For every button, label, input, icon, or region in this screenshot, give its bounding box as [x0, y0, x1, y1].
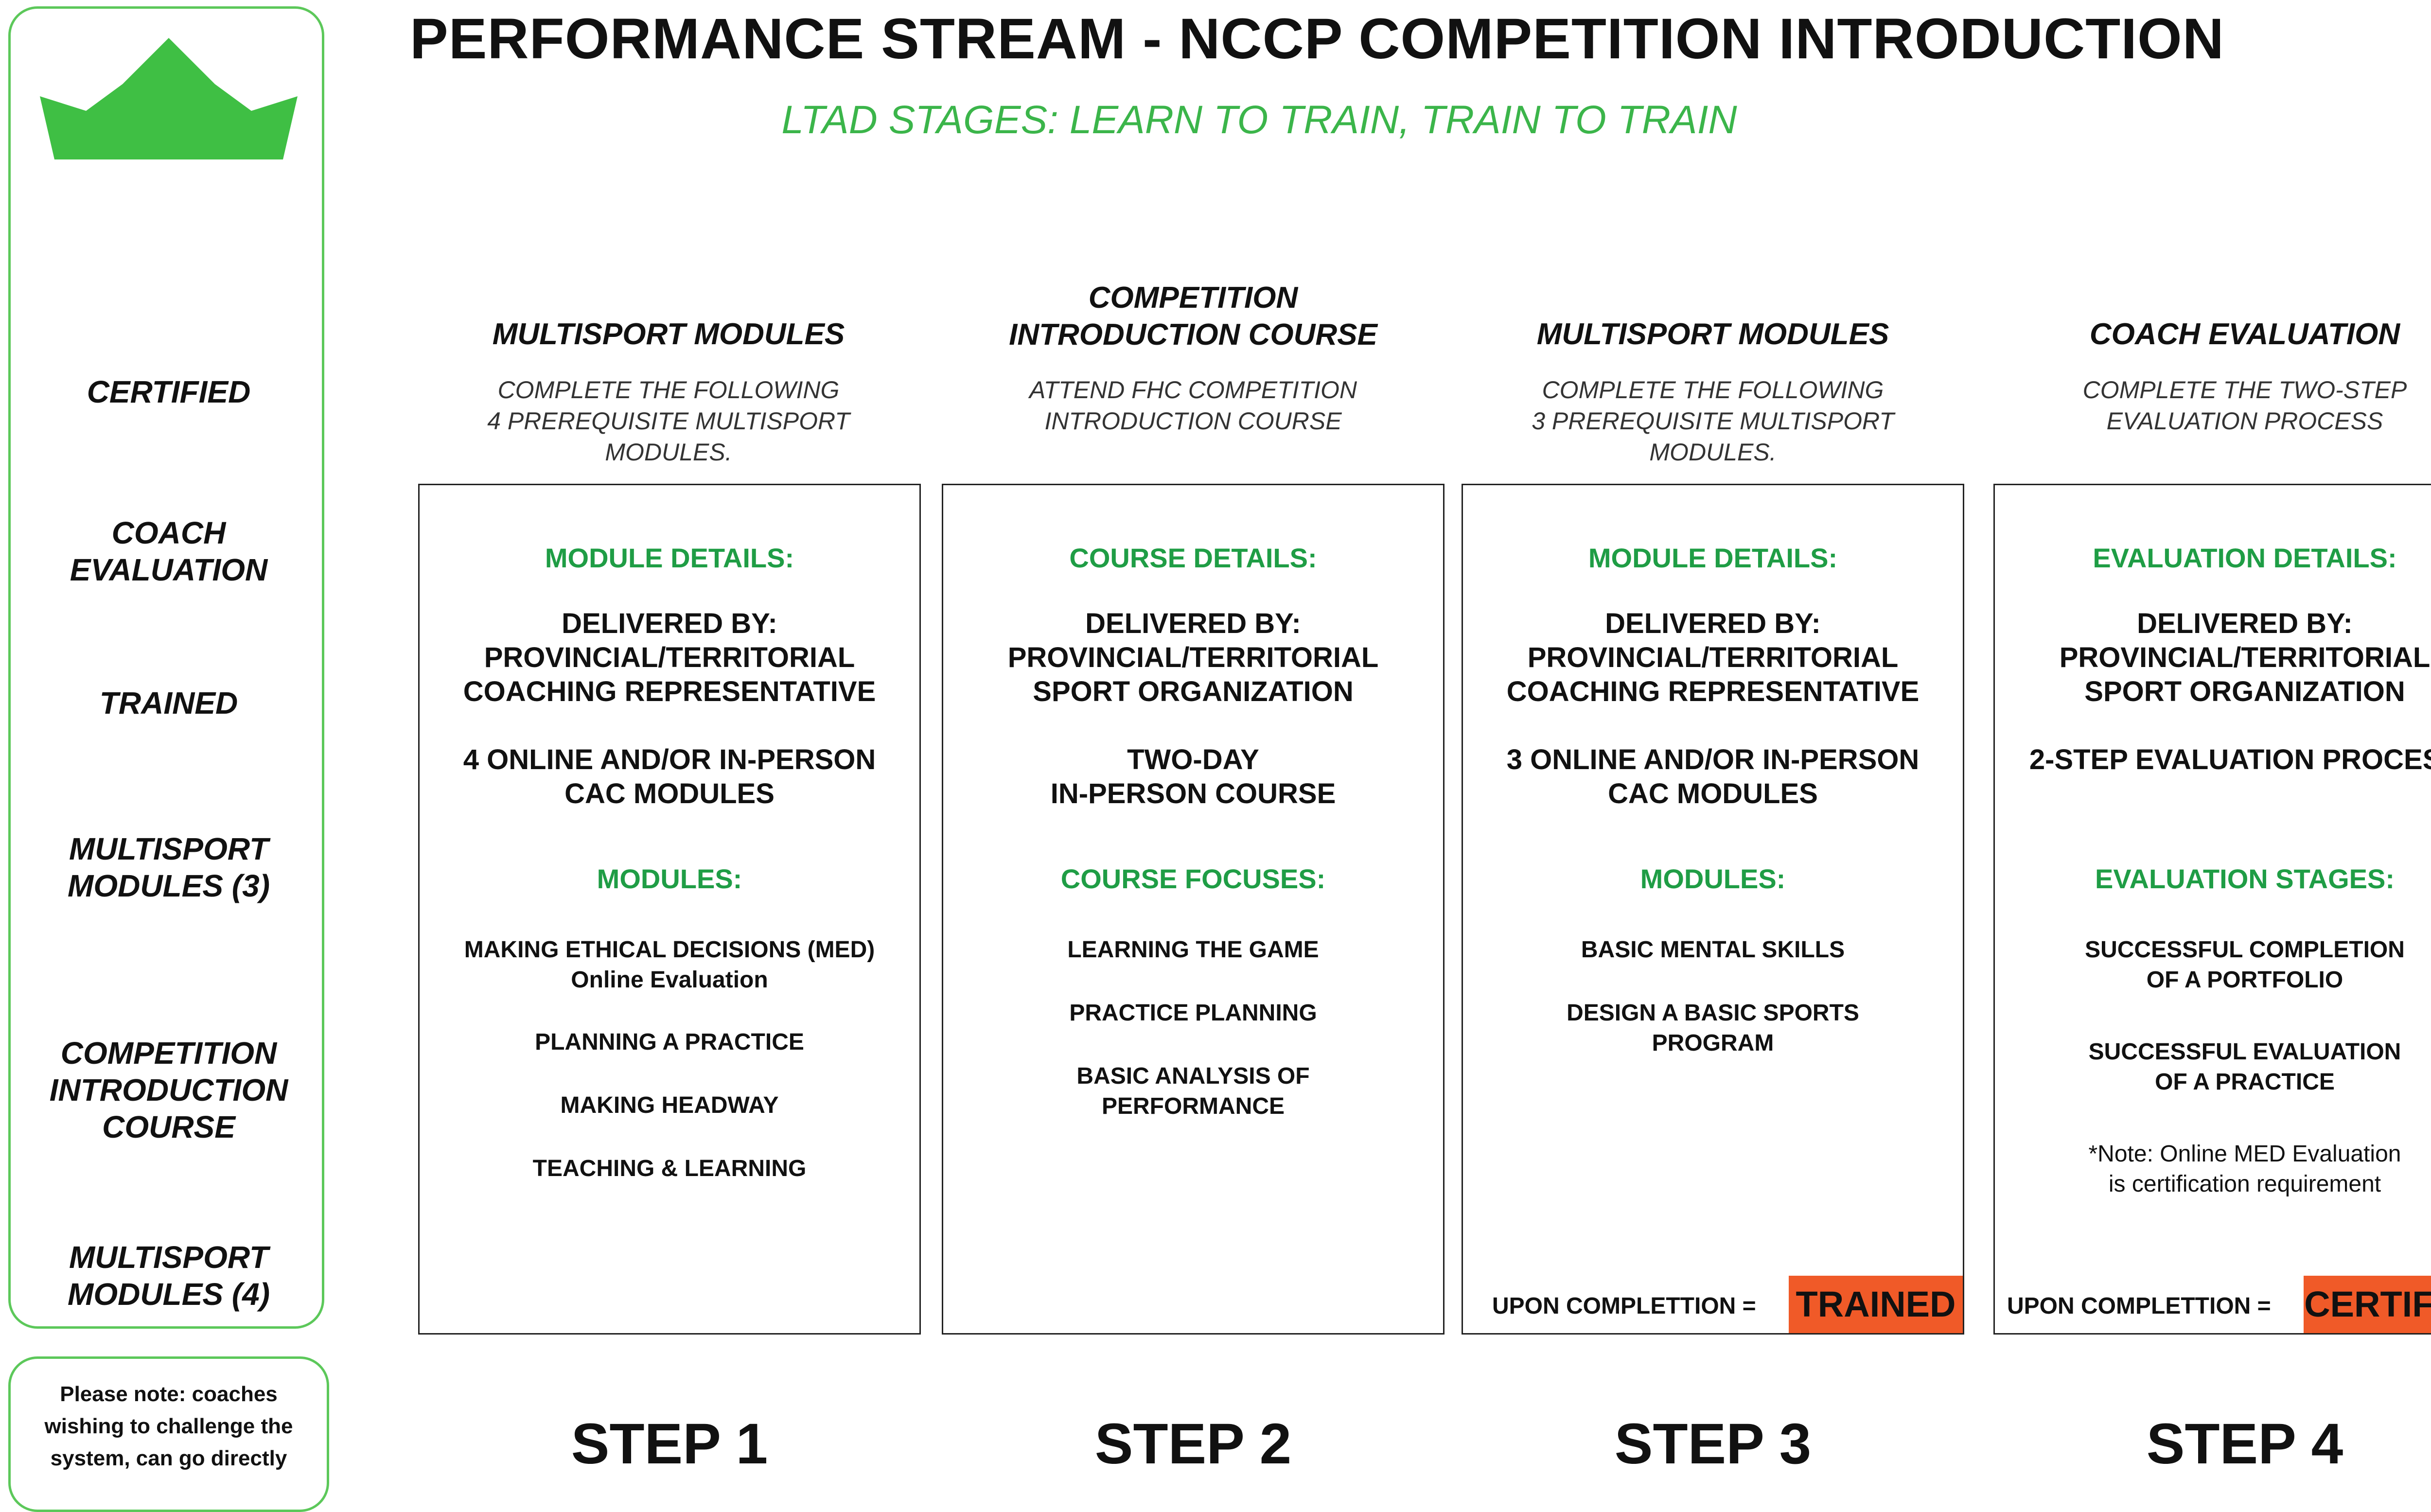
step2-list-heading: COURSE FOCUSES: [1060, 863, 1326, 894]
step4-note: *Note: Online MED Evaluation is certific… [2088, 1141, 2401, 1197]
step3-item: BASIC MENTAL SKILLS [1581, 937, 1845, 963]
step2-description: ATTEND FHC COMPETITION INTRODUCTION COUR… [1029, 376, 1357, 435]
step1-item: MAKING ETHICAL DECISIONS (MED) Online Ev… [464, 937, 875, 993]
step3-title: MULTISPORT MODULES [1536, 317, 1889, 351]
step3-format: 3 ONLINE AND/OR IN-PERSON CAC MODULES [1506, 744, 1920, 809]
step1-card: MODULE DETAILS: DELIVERED BY: PROVINCIAL… [418, 484, 921, 1335]
step4-list-heading: EVALUATION STAGES: [2095, 863, 2395, 894]
step3-details-heading: MODULE DETAILS: [1588, 543, 1838, 573]
stage-multisport-3: MULTISPORT MODULES (3) [68, 831, 270, 903]
step3-delivered-by: DELIVERED BY: PROVINCIAL/TERRITORIAL COA… [1506, 608, 1920, 707]
step4-format: 2-STEP EVALUATION PROCESS [2029, 744, 2431, 775]
step2-details-heading: COURSE DETAILS: [1069, 543, 1317, 573]
step1-list-heading: MODULES: [597, 863, 742, 894]
step4-title: COACH EVALUATION [2089, 317, 2400, 351]
step2-card: COURSE DETAILS: DELIVERED BY: PROVINCIAL… [942, 484, 1445, 1335]
certified-badge: CERTIFIED [2304, 1276, 2431, 1333]
step1-title: MULTISPORT MODULES [492, 317, 845, 351]
step2-label: STEP 2 [1094, 1412, 1292, 1476]
challenge-note-box: Please note: coaches wishing to challeng… [8, 1356, 329, 1512]
step3-label: STEP 3 [1614, 1412, 1812, 1476]
challenge-note-text: Please note: coaches wishing to challeng… [44, 1382, 293, 1470]
step3-description: COMPLETE THE FOLLOWING 3 PREREQUISITE MU… [1532, 376, 1894, 466]
step1-item: TEACHING & LEARNING [532, 1156, 807, 1181]
step2-item: BASIC ANALYSIS OF PERFORMANCE [1076, 1063, 1310, 1119]
step4-delivered-by: DELIVERED BY: PROVINCIAL/TERRITORIAL SPO… [2059, 608, 2431, 707]
page-subtitle: LTAD STAGES: LEARN TO TRAIN, TRAIN TO TR… [781, 98, 1737, 142]
stage-certified: CERTIFIED [87, 374, 251, 409]
step2-item: LEARNING THE GAME [1067, 937, 1319, 963]
step1-item: MAKING HEADWAY [560, 1092, 779, 1118]
stage-coach-evaluation: COACH EVALUATION [70, 515, 268, 587]
trained-badge: TRAINED [1789, 1276, 1963, 1333]
step1-details-heading: MODULE DETAILS: [545, 543, 794, 573]
step3-list-heading: MODULES: [1640, 863, 1786, 894]
step4-item: SUCCESSFUL EVALUATION OF A PRACTICE [2088, 1039, 2401, 1095]
step1-format: 4 ONLINE AND/OR IN-PERSON CAC MODULES [463, 744, 876, 809]
step3-upon-completion: UPON COMPLETTION = [1492, 1293, 1756, 1319]
step4-details-heading: EVALUATION DETAILS: [2093, 543, 2397, 573]
step1-item: PLANNING A PRACTICE [535, 1029, 804, 1055]
step2-item: PRACTICE PLANNING [1069, 1000, 1317, 1026]
step2-title: COMPETITION INTRODUCTION COURSE [1009, 281, 1377, 352]
step1-delivered-by: DELIVERED BY: PROVINCIAL/TERRITORIAL COA… [463, 608, 876, 707]
step3-item: DESIGN A BASIC SPORTS PROGRAM [1567, 1000, 1859, 1056]
step4-description: COMPLETE THE TWO-STEP EVALUATION PROCESS [2082, 376, 2407, 435]
step2-delivered-by: DELIVERED BY: PROVINCIAL/TERRITORIAL SPO… [1007, 608, 1379, 707]
step3-card: MODULE DETAILS: DELIVERED BY: PROVINCIAL… [1462, 484, 1964, 1335]
step4-card: EVALUATION DETAILS: DELIVERED BY: PROVIN… [1993, 484, 2431, 1335]
crown-icon [40, 38, 298, 159]
stage-competition-intro: COMPETITION INTRODUCTION COURSE [49, 1036, 288, 1144]
step4-item: SUCCESSFUL COMPLETION OF A PORTFOLIO [2085, 937, 2405, 993]
stage-multisport-4: MULTISPORT MODULES (4) [68, 1240, 270, 1312]
step4-upon-completion: UPON COMPLETTION = [2007, 1293, 2271, 1319]
page-title: PERFORMANCE STREAM - NCCP COMPETITION IN… [410, 7, 2225, 71]
step1-label: STEP 1 [571, 1412, 768, 1476]
step2-format: TWO-DAY IN-PERSON COURSE [1050, 744, 1336, 809]
stage-trained: TRAINED [99, 686, 238, 721]
stage-sidebar: CERTIFIED COACH EVALUATION TRAINED MULTI… [8, 6, 324, 1329]
step1-description: COMPLETE THE FOLLOWING 4 PREREQUISITE MU… [487, 376, 850, 466]
step4-label: STEP 4 [2146, 1412, 2343, 1476]
